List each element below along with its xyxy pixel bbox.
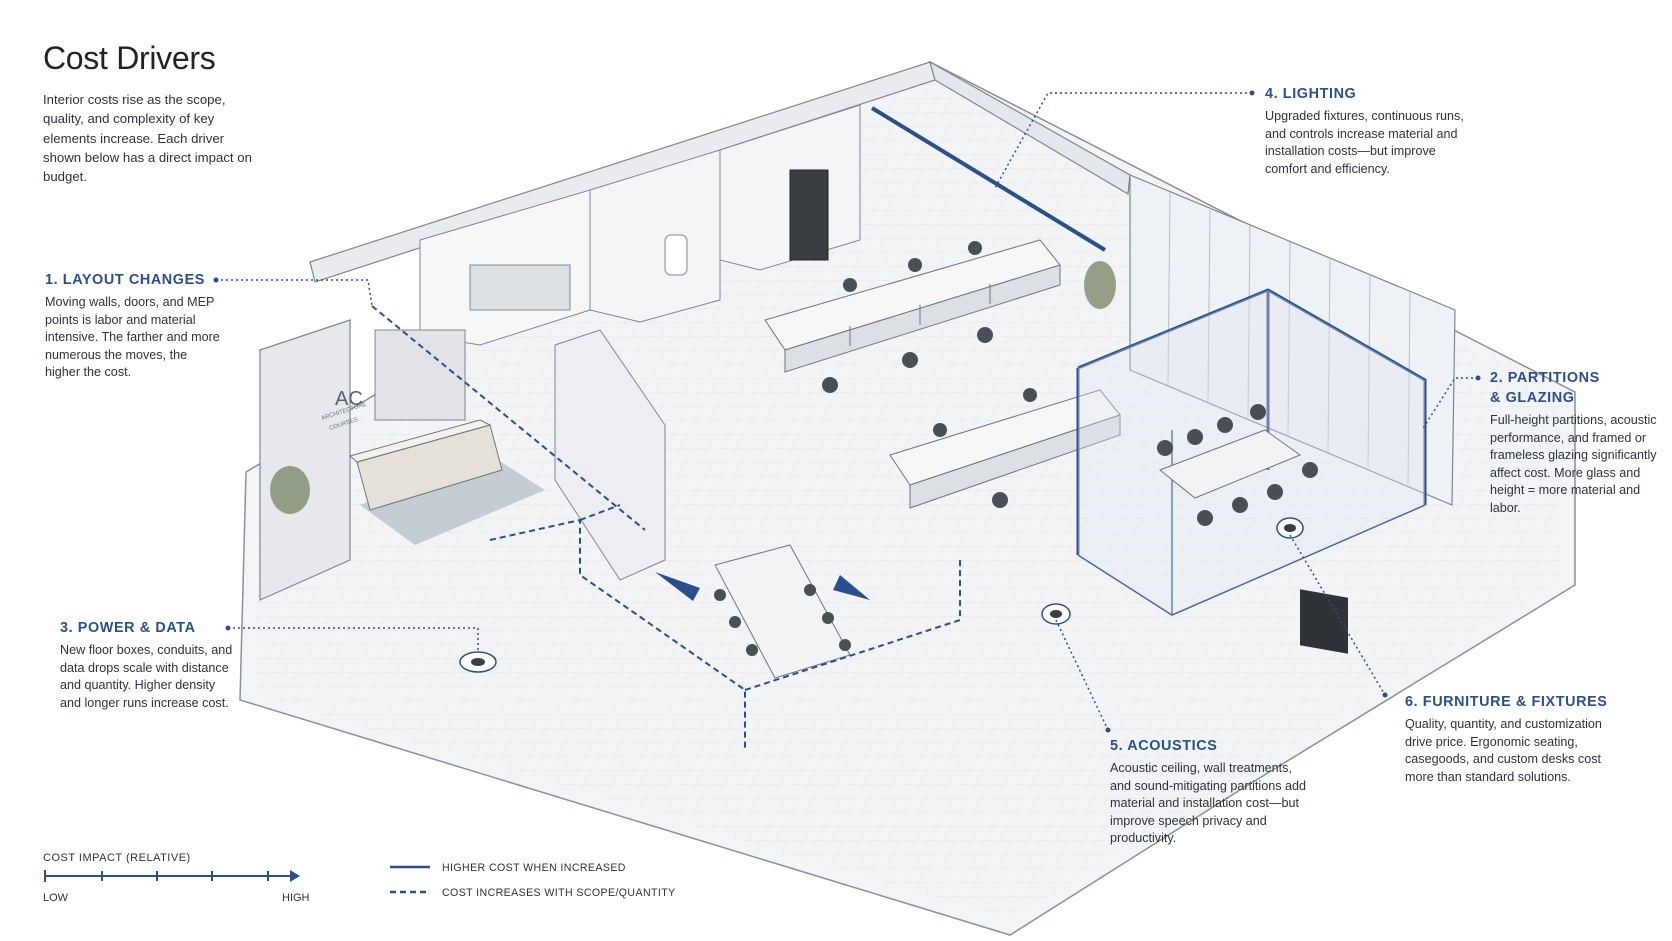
intro-text: Interior costs rise as the scope, qualit… [43,92,252,185]
callout-body: Full-height partitions, acoustic perform… [1490,413,1657,515]
meeting-chairs [714,584,851,656]
restroom [589,149,721,323]
callout-body: Acoustic ceiling, wall treatments, and s… [1110,761,1307,846]
cost-impact-scale [44,870,300,882]
workstation-row-lower [889,389,1121,509]
toilet [664,234,688,276]
window-wall [1129,174,1456,506]
legend-low-label: LOW [43,892,69,904]
pantry-counter [469,264,571,311]
legend-high-label: HIGH [282,892,310,904]
callout-body: Quality, quantity, and customization dri… [1405,717,1602,784]
reception-logo: AC [335,388,363,410]
callout-acoustics: 5. ACOUSTICS Acoustic ceiling, wall trea… [1110,736,1315,848]
callout-power-data: 3. POWER & DATA New floor boxes, conduit… [60,618,235,712]
conference-table [1159,429,1302,499]
relocation-arrows [655,572,870,601]
callout-heading-line1: 2. PARTITIONS [1490,370,1600,386]
callout-heading: 1. LAYOUT CHANGES [45,272,205,288]
legend-dashed-label: COST INCREASES WITH SCOPE/QUANTITY [442,887,676,899]
callout-heading: 6. FURNITURE & FIXTURES [1405,694,1608,710]
callout-body: Upgraded fixtures, continuous runs, and … [1265,109,1464,176]
left-wall [259,319,351,601]
callout-heading-line2: & GLAZING [1490,390,1575,406]
reception-wall [374,329,466,421]
callout-lighting: 4. LIGHTING Upgraded fixtures, continuou… [1265,84,1465,178]
leader-lines [216,92,1478,731]
callout-heading: 3. POWER & DATA [60,620,196,636]
storage-partition [554,329,666,581]
callout-furniture-fixtures: 6. FURNITURE & FIXTURES Quality, quantit… [1405,692,1610,786]
callout-heading: 4. LIGHTING [1265,86,1357,102]
reception-rug [360,455,545,545]
callout-heading: 5. ACOUSTICS [1110,738,1218,754]
conference-chairs [1157,404,1318,526]
callout-partitions-glazing: 2. PARTITIONS & GLAZING Full-height part… [1490,368,1662,518]
callout-body: New floor boxes, conduits, and data drop… [60,643,233,710]
legend-solid-label: HIGHER COST WHEN INCREASED [442,862,626,874]
leader-dots [213,90,1481,733]
reception-desk-top [348,419,492,463]
scope-dashed-outline [371,305,961,750]
legend-scale-title: COST IMPACT (RELATIVE) [43,852,191,864]
page-title: Cost Drivers [43,40,216,76]
back-wall-right [929,60,1131,195]
lighting-run [870,106,1107,252]
window-plant [1084,261,1116,309]
callout-layout-changes: 1. LAYOUT CHANGES Moving walls, doors, a… [45,270,220,382]
reception-plant [270,466,310,514]
callout-body: Moving walls, doors, and MEP points is l… [45,295,220,380]
conference-tv [1300,589,1348,654]
server-rack [789,169,829,261]
task-chairs [822,241,1037,508]
floor-box-centers [471,524,1296,666]
workstation-row-upper [764,239,1061,373]
